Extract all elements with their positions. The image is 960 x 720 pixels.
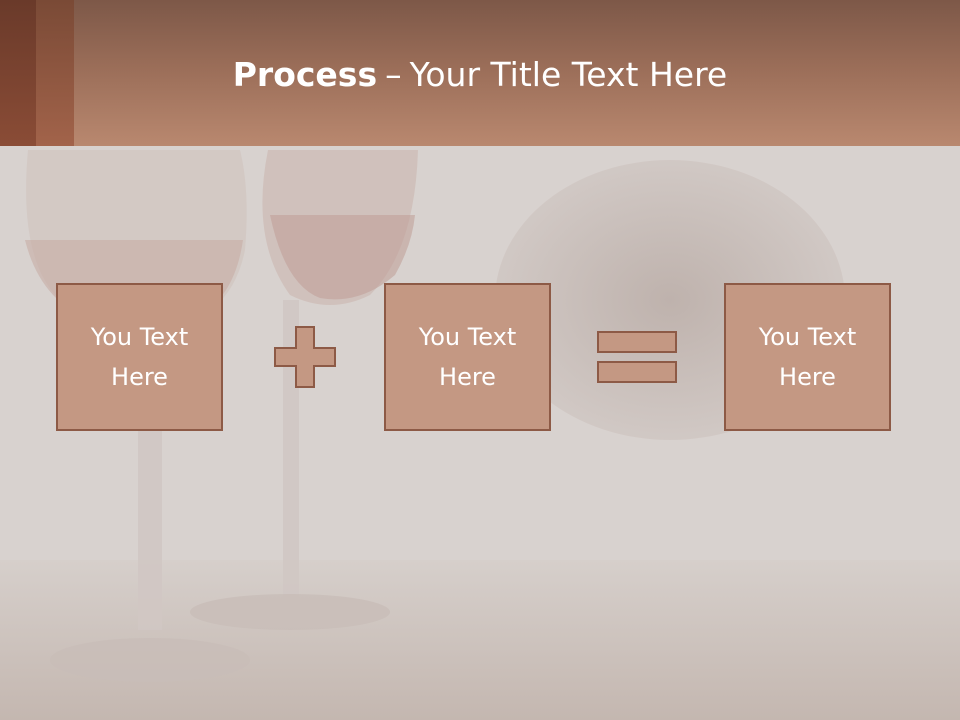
title-dash: – [385,55,402,94]
process-box-label: You Text Here [90,323,189,391]
equals-icon [597,331,677,383]
slide-title[interactable]: Process–Your Title Text Here [74,50,886,100]
header-accent-stripe-secondary [36,0,74,146]
plus-icon [274,326,336,388]
process-box-label: You Text Here [758,323,857,391]
title-strong: Process [232,55,378,94]
process-box-3[interactable]: You Text Here [724,283,891,431]
title-rest: Your Title Text Here [409,55,728,94]
process-box-label: You Text Here [418,323,517,391]
header-band [0,0,960,146]
header-accent-stripe [0,0,36,146]
process-box-2[interactable]: You Text Here [384,283,551,431]
process-box-1[interactable]: You Text Here [56,283,223,431]
